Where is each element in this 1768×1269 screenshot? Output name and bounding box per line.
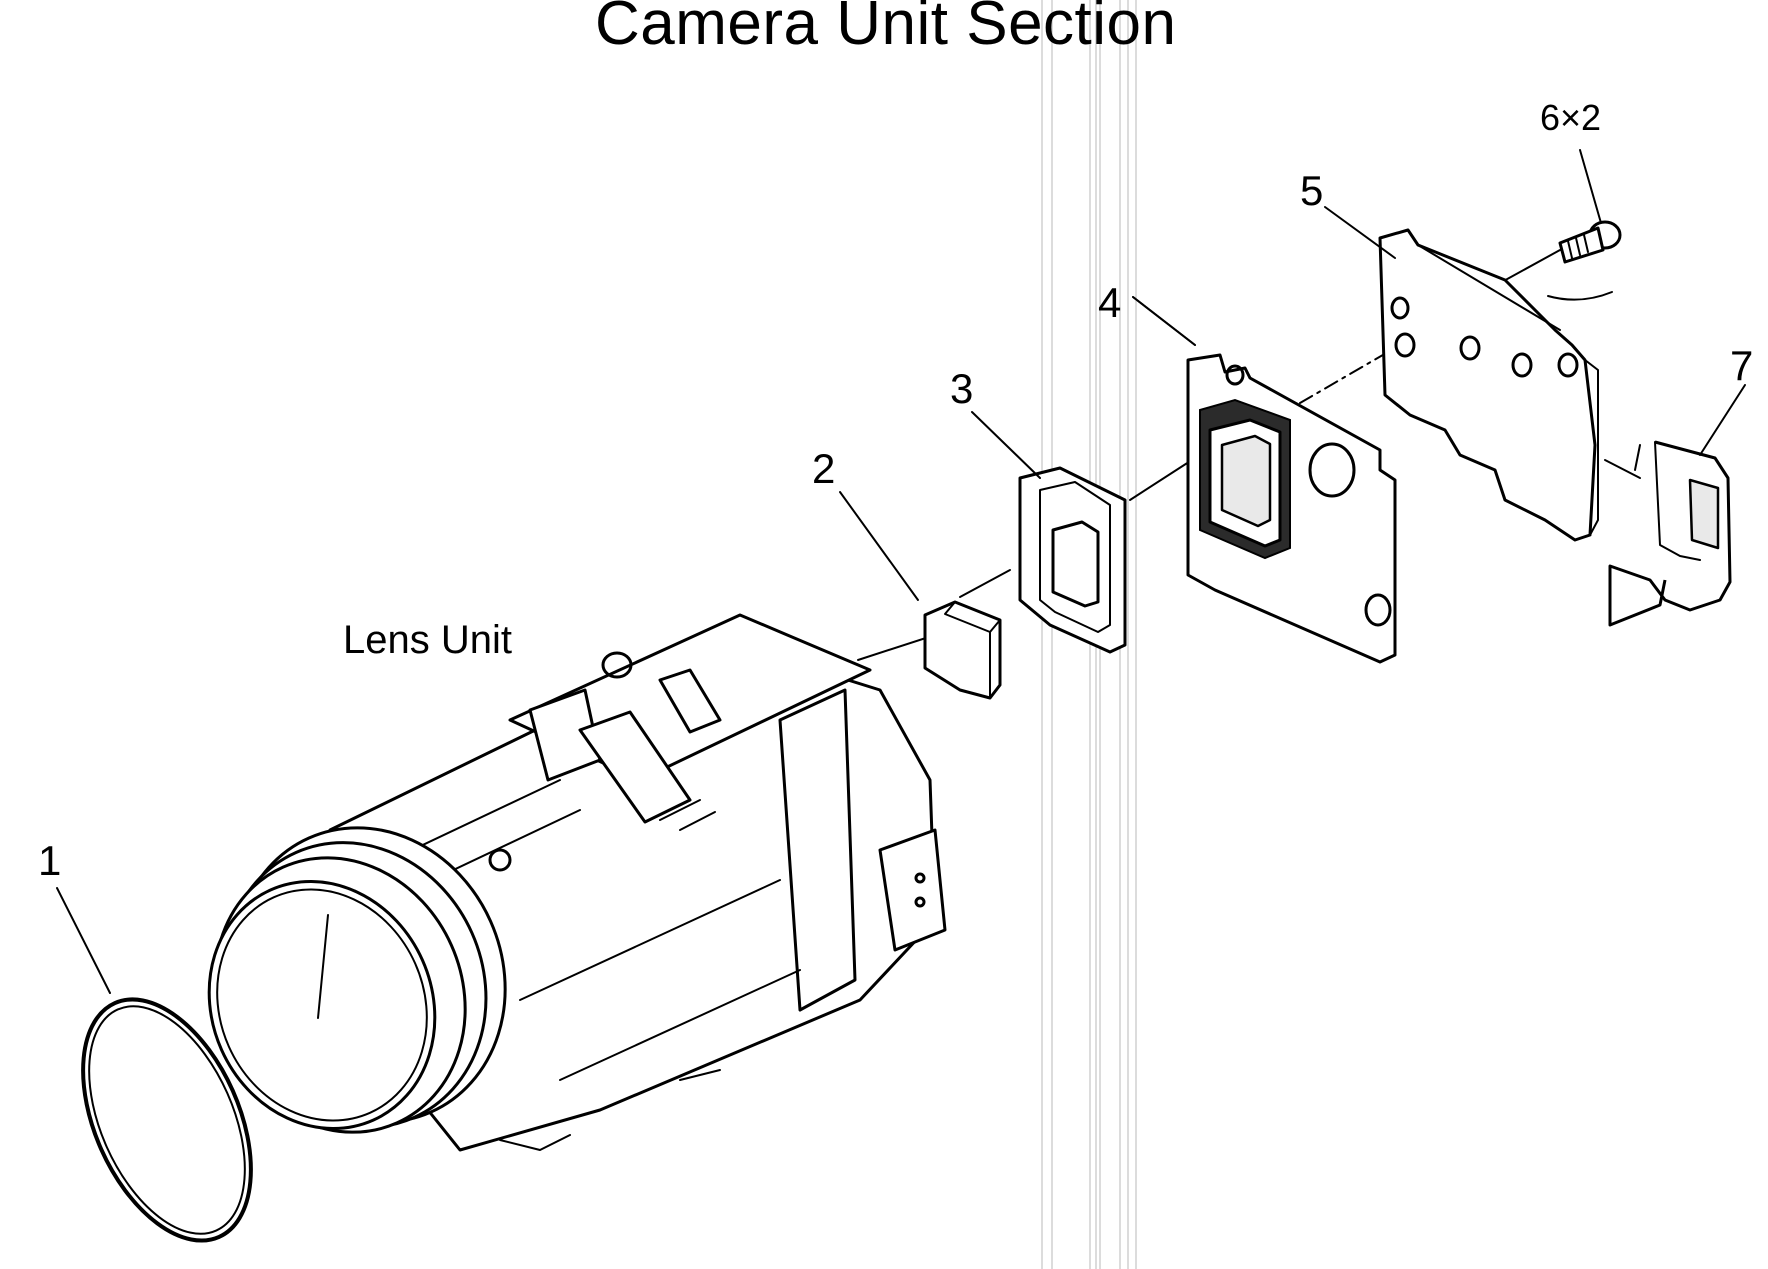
page-title: Camera Unit Section: [595, 0, 1177, 58]
callout-3: 3: [950, 365, 974, 412]
bracket-part-5: [1378, 228, 1599, 542]
callout-1: 1: [38, 837, 62, 884]
lens-unit-label: Lens Unit: [343, 618, 512, 662]
callout-leader-lines: [56, 206, 1746, 994]
gasket-part-3: [1018, 466, 1127, 654]
filter-part-2: [923, 600, 1002, 700]
flex-cable-part-7: [1608, 440, 1732, 627]
callout-7: 7: [1730, 342, 1754, 389]
o-ring-part-1: [81, 997, 253, 1243]
callout-2: 2: [812, 445, 836, 492]
lens-unit-body: [207, 613, 947, 1152]
callout-5: 5: [1300, 167, 1324, 214]
callout-4: 4: [1098, 279, 1122, 326]
callout-6: 6×2: [1540, 97, 1602, 138]
screw-part-6: [1547, 149, 1622, 301]
ccd-board-part-4: [1186, 353, 1397, 664]
